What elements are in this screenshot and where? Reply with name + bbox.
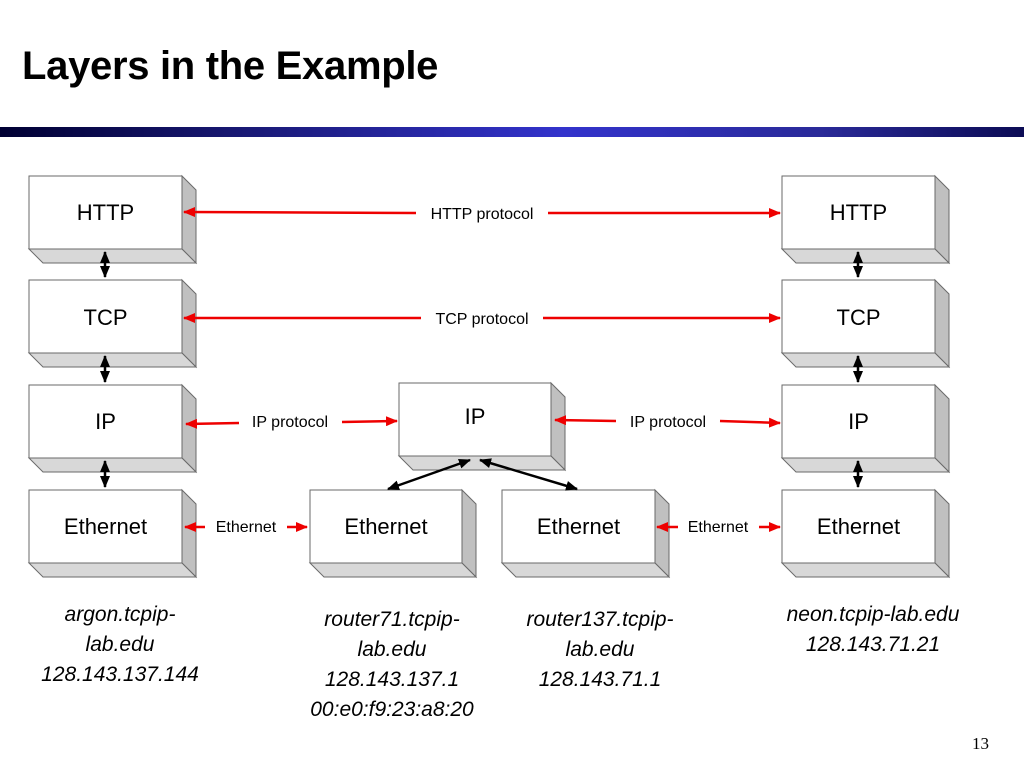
argon-host-caption: argon.tcpip- lab.edu 128.143.137.144: [20, 600, 220, 690]
router137-name-line-1: router137.tcpip-: [526, 608, 674, 631]
argon-ethernet-box: Ethernet: [27, 488, 198, 579]
neon-http-box: HTTP: [780, 174, 951, 265]
router71-host-caption: router71.tcpip- lab.edu 128.143.137.1 00…: [282, 605, 502, 725]
neon-ip-box: IP: [780, 383, 951, 474]
argon-ip-box: IP: [27, 383, 198, 474]
argon-http-label: HTTP: [77, 200, 134, 225]
ip-protocol-left-arrow-b: [341, 416, 398, 427]
slide-title: Layers in the Example: [22, 44, 439, 88]
router137-ethernet-box: Ethernet: [500, 488, 671, 579]
router-ip-box: IP: [397, 381, 567, 472]
argon-tcp-label: TCP: [84, 305, 128, 330]
ip-protocol-left-arrow-a: [185, 418, 240, 429]
http-protocol-label: HTTP protocol: [431, 206, 534, 223]
neon-name: neon.tcpip-lab.edu: [786, 603, 960, 626]
ethernet-left-label: Ethernet: [216, 519, 277, 536]
router137-ip-address: 128.143.71.1: [538, 668, 662, 691]
ethernet-right-label: Ethernet: [688, 519, 749, 536]
argon-tcp-box: TCP: [27, 278, 198, 369]
router71-ip-address: 128.143.137.1: [324, 668, 460, 691]
ip-protocol-right-label: IP protocol: [630, 414, 706, 431]
neon-tcp-box: TCP: [780, 278, 951, 369]
tcp-protocol-label: TCP protocol: [435, 311, 528, 328]
neon-ethernet-label: Ethernet: [817, 514, 900, 539]
neon-ethernet-box: Ethernet: [780, 488, 951, 579]
ip-protocol-left-label: IP protocol: [252, 414, 328, 431]
page-number: 13: [972, 734, 989, 753]
router71-name-line-1: router71.tcpip-: [324, 608, 460, 631]
router-ip-eth137-arrow: [479, 458, 578, 491]
router-ip-label: IP: [465, 404, 486, 429]
argon-ethernet-label: Ethernet: [64, 514, 147, 539]
argon-name-line-2: lab.edu: [85, 633, 155, 656]
title-divider: [0, 127, 1024, 137]
router71-ethernet-label: Ethernet: [344, 514, 427, 539]
router-ip-eth71-arrow: [387, 458, 471, 491]
argon-name-line-1: argon.tcpip-: [64, 603, 176, 626]
http-protocol-arrow-left: [183, 207, 417, 218]
router71-ethernet-box: Ethernet: [308, 488, 478, 579]
neon-ip-address: 128.143.71.21: [805, 633, 941, 656]
argon-ip-label: IP: [95, 409, 116, 434]
argon-http-box: HTTP: [27, 174, 198, 265]
router137-name-line-2: lab.edu: [565, 638, 635, 661]
neon-host-caption: neon.tcpip-lab.edu 128.143.71.21: [760, 600, 986, 660]
router71-name-line-2: lab.edu: [357, 638, 427, 661]
router137-ethernet-label: Ethernet: [537, 514, 620, 539]
neon-tcp-label: TCP: [837, 305, 881, 330]
ip-protocol-right-arrow-a: [554, 415, 617, 426]
neon-http-label: HTTP: [830, 200, 887, 225]
argon-ip-address: 128.143.137.144: [41, 663, 199, 686]
router71-mac-address: 00:e0:f9:23:a8:20: [310, 698, 474, 721]
router137-host-caption: router137.tcpip- lab.edu 128.143.71.1: [495, 605, 705, 695]
neon-ip-label: IP: [848, 409, 869, 434]
ip-protocol-right-arrow-b: [719, 417, 781, 428]
